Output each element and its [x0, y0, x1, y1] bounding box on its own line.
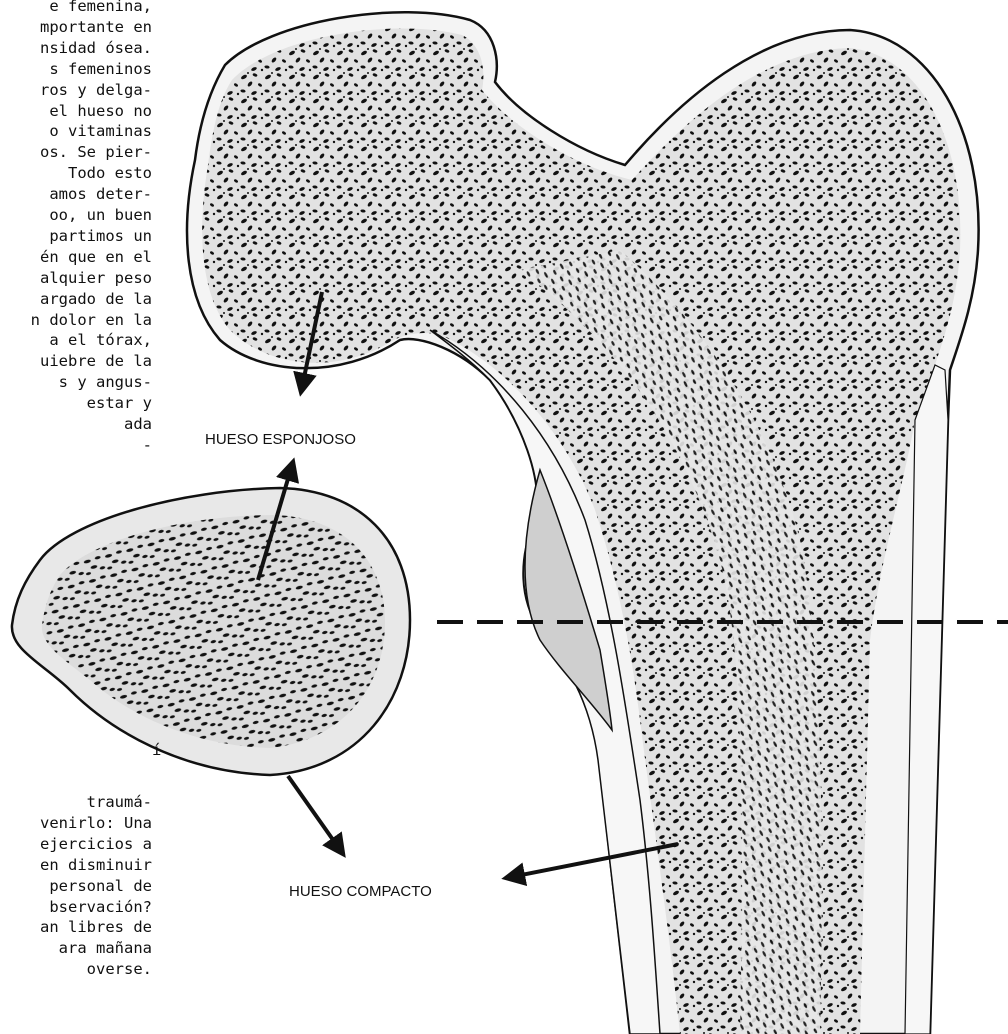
body-text-line: a el tórax,	[49, 330, 152, 351]
body-text-line: en disminuir	[40, 855, 152, 876]
body-text-line: estar y	[87, 393, 152, 414]
body-text-line: ada	[124, 414, 152, 435]
body-text-middle: í	[152, 740, 161, 761]
label-compact-bone: HUESO COMPACTO	[289, 883, 432, 900]
body-text-line: traumá-	[87, 792, 152, 813]
body-text-line: venirlo: Una	[40, 813, 152, 834]
body-text-line: mportante en	[40, 17, 152, 38]
body-text-line: ros y delga-	[40, 80, 152, 101]
body-text-line: an libres de	[40, 917, 152, 938]
body-text-line: nsidad ósea.	[40, 38, 152, 59]
arrow-compact-down	[288, 776, 343, 854]
body-text-line: overse.	[87, 959, 152, 980]
body-text-line: partimos un	[49, 226, 152, 247]
body-text-line: Todo esto	[68, 163, 152, 184]
body-text-line: ara mañana	[59, 938, 152, 959]
body-text-line: s y angus-	[59, 372, 152, 393]
body-text-line: os. Se pier-	[40, 142, 152, 163]
body-text-line: alquier peso	[40, 268, 152, 289]
body-text-line: ejercicios a	[40, 834, 152, 855]
body-text-line: e femenina,	[49, 0, 152, 17]
body-text-line: personal de	[49, 876, 152, 897]
body-text-line: én que en el	[40, 247, 152, 268]
body-text-line: uiebre de la	[40, 351, 152, 372]
body-text-line: o vitaminas	[49, 121, 152, 142]
body-text-line: bservación?	[49, 897, 152, 918]
body-text-line: -	[143, 435, 152, 456]
body-text-line: argado de la	[40, 289, 152, 310]
body-text-line: s femeninos	[49, 59, 152, 80]
body-text-line: n dolor en la	[31, 310, 152, 331]
body-text-line: el hueso no	[49, 101, 152, 122]
body-text-line: oo, un buen	[49, 205, 152, 226]
body-text-line: amos deter-	[49, 184, 152, 205]
label-spongy-bone: HUESO ESPONJOSO	[205, 431, 356, 448]
